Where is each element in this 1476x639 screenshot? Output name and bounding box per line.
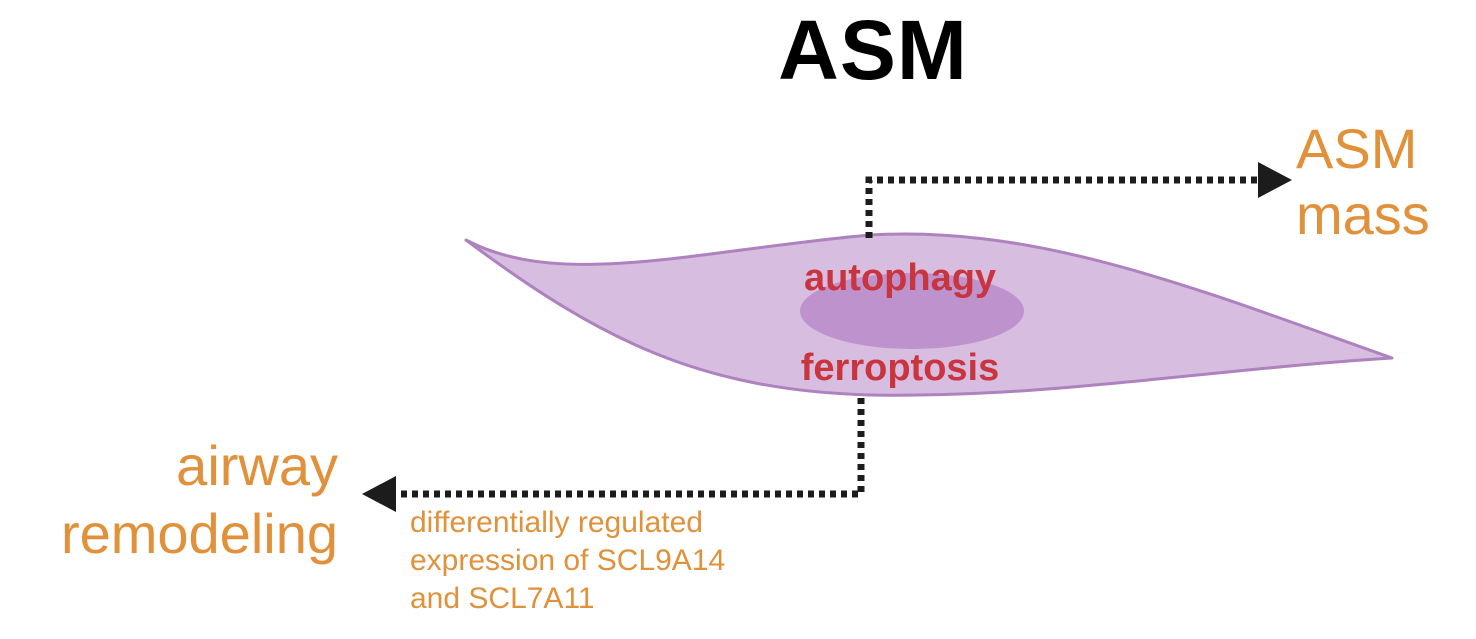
asm-mass-line-1: ASM [1296, 117, 1418, 180]
arrow-to-asm-mass [865, 176, 1262, 238]
airway-remodeling-line-2: remodeling [60, 502, 338, 565]
expression-annotation: differentially regulated expression of S… [410, 504, 725, 618]
asm-mass-line-2: mass [1296, 183, 1430, 246]
annotation-line-3: and SCL7A11 [410, 582, 595, 615]
ferroptosis-label: ferroptosis [800, 347, 1000, 389]
diagram-title: ASM [778, 3, 968, 97]
airway-remodeling-label: airway remodeling [18, 432, 338, 568]
arrow-to-airway-remodeling [392, 398, 865, 498]
airway-remodeling-line-1: airway [176, 434, 338, 497]
annotation-line-2: expression of SCL9A14 [410, 544, 726, 577]
annotation-line-1: differentially regulated [410, 506, 703, 539]
arrowhead-right [1258, 162, 1292, 198]
arrowhead-left [362, 476, 396, 512]
cell-nucleus [800, 273, 1024, 349]
asm-mass-label: ASM mass [1296, 116, 1466, 248]
autophagy-label: autophagy [803, 257, 997, 299]
